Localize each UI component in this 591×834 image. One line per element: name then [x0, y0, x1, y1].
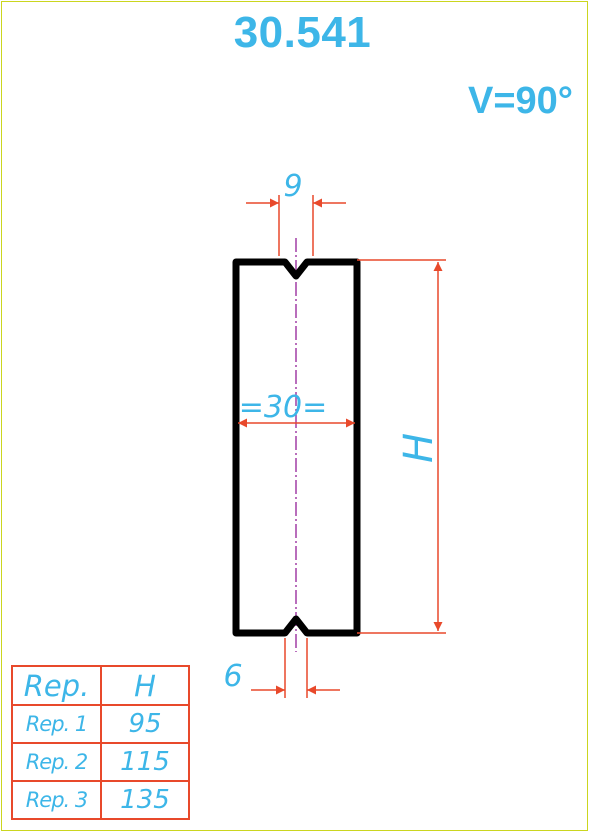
height-label: H [396, 433, 442, 463]
rep-cell: Rep. 1 [11, 704, 102, 744]
rep-cell: Rep. 3 [11, 780, 102, 820]
bottom-groove-dimension: 6 [223, 638, 340, 698]
header-h: H [100, 665, 190, 706]
bottom-groove-width-label: 6 [223, 659, 242, 694]
part-number-title: 30.541 [233, 8, 372, 57]
table-row: Rep. 2 115 [11, 742, 190, 782]
h-cell: 95 [100, 704, 190, 744]
top-groove-dimension: 9 [246, 169, 346, 256]
table-row: Rep. 1 95 [11, 704, 190, 744]
table-header-row: Rep. H [11, 665, 190, 706]
reference-table: Rep. H Rep. 1 95 Rep. 2 115 Rep. 3 135 [11, 665, 190, 820]
h-cell: 135 [100, 780, 190, 820]
table-row: Rep. 3 135 [11, 780, 190, 820]
height-dimension: H [357, 259, 446, 634]
h-cell: 115 [100, 742, 190, 782]
top-groove-width-label: 9 [283, 169, 302, 204]
body-width-label: =30= [239, 390, 327, 425]
v-angle-label: V=90° [468, 80, 574, 122]
rep-cell: Rep. 2 [11, 742, 102, 782]
header-rep: Rep. [11, 665, 102, 706]
body-width-dimension: =30= [238, 390, 355, 428]
